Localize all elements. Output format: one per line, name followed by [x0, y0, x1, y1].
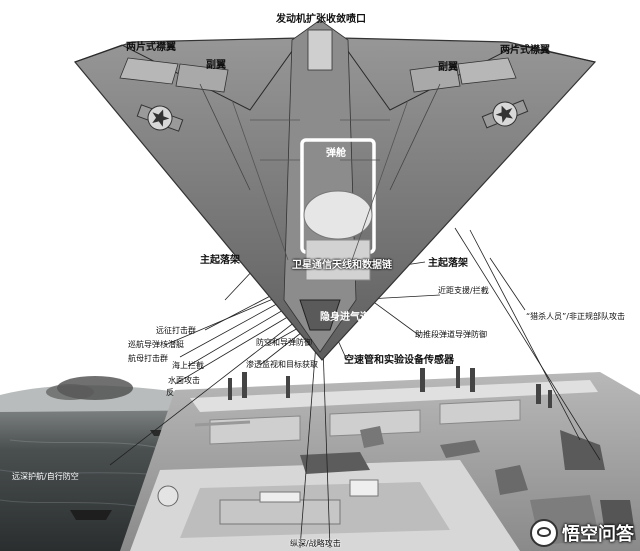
label-flap-left: 两片式襟翼 [126, 42, 176, 53]
label-penetration-recon: 渗透监视和目标获取 [246, 360, 318, 369]
engine-nozzle-shape [307, 29, 333, 71]
aileron-left-shape [175, 63, 229, 93]
base-platform [120, 366, 640, 551]
label-hunter-killer: “猎杀人员”/非正规部队攻击 [526, 312, 625, 321]
wukong-logo-icon [530, 519, 558, 547]
flap-left-shape [119, 57, 179, 85]
label-surface-attack: 水面攻击 [168, 376, 200, 385]
label-air-missile-defense: 防空和导弹防御 [256, 338, 312, 347]
label-main-gear-right: 主起落架 [428, 258, 468, 269]
aileron-right-shape [409, 63, 461, 93]
satcom-dome [303, 190, 373, 240]
label-long-range-strike: 远征打击群 [156, 326, 196, 335]
label-cruise-missile-sub: 巡航导弹核潜艇 [128, 340, 184, 349]
stealth-aircraft [73, 19, 597, 361]
label-flap-right: 两片式襟翼 [500, 45, 550, 56]
label-boost-phase-defense: 助推段弹道导弹防御 [415, 330, 487, 339]
label-engine-nozzle: 发动机扩张收敛喷口 [276, 14, 366, 25]
label-bomb-bay: 弹舱 [326, 148, 346, 159]
label-satcom-antenna: 卫星通信天线和数据链 [292, 260, 392, 271]
roundel-left-icon [136, 104, 184, 132]
label-sea-interdiction: 海上拦截 [172, 361, 204, 370]
leader-lines [109, 227, 601, 549]
label-far-sea-escort: 远深护航/自行防空 [12, 472, 79, 481]
label-air-duct-sensors: 空速管和实验设备传感器 [344, 355, 454, 366]
stealth-intake-shape [299, 299, 341, 331]
launcher-vehicle [560, 430, 605, 470]
ground-vehicle [300, 452, 370, 474]
label-near-support: 近距支援/拦截 [438, 286, 489, 295]
label-aileron-right: 副翼 [438, 62, 458, 73]
watermark-text: 悟空问答 [562, 524, 634, 545]
flap-right-shape [457, 57, 517, 85]
label-stealth-intake: 隐身进气道 [320, 312, 370, 323]
ship-silhouette [70, 510, 112, 520]
label-main-gear-left: 主起落架 [200, 255, 240, 266]
roundel-right-icon [481, 99, 529, 129]
label-carrier-group: 航母打击群 [128, 354, 168, 363]
label-truncated: 反 [166, 388, 174, 397]
label-deep-strike: 纵深/战略攻击 [290, 539, 341, 548]
watermark: 悟空问答 [530, 519, 634, 547]
label-aileron-left: 副翼 [206, 60, 226, 71]
